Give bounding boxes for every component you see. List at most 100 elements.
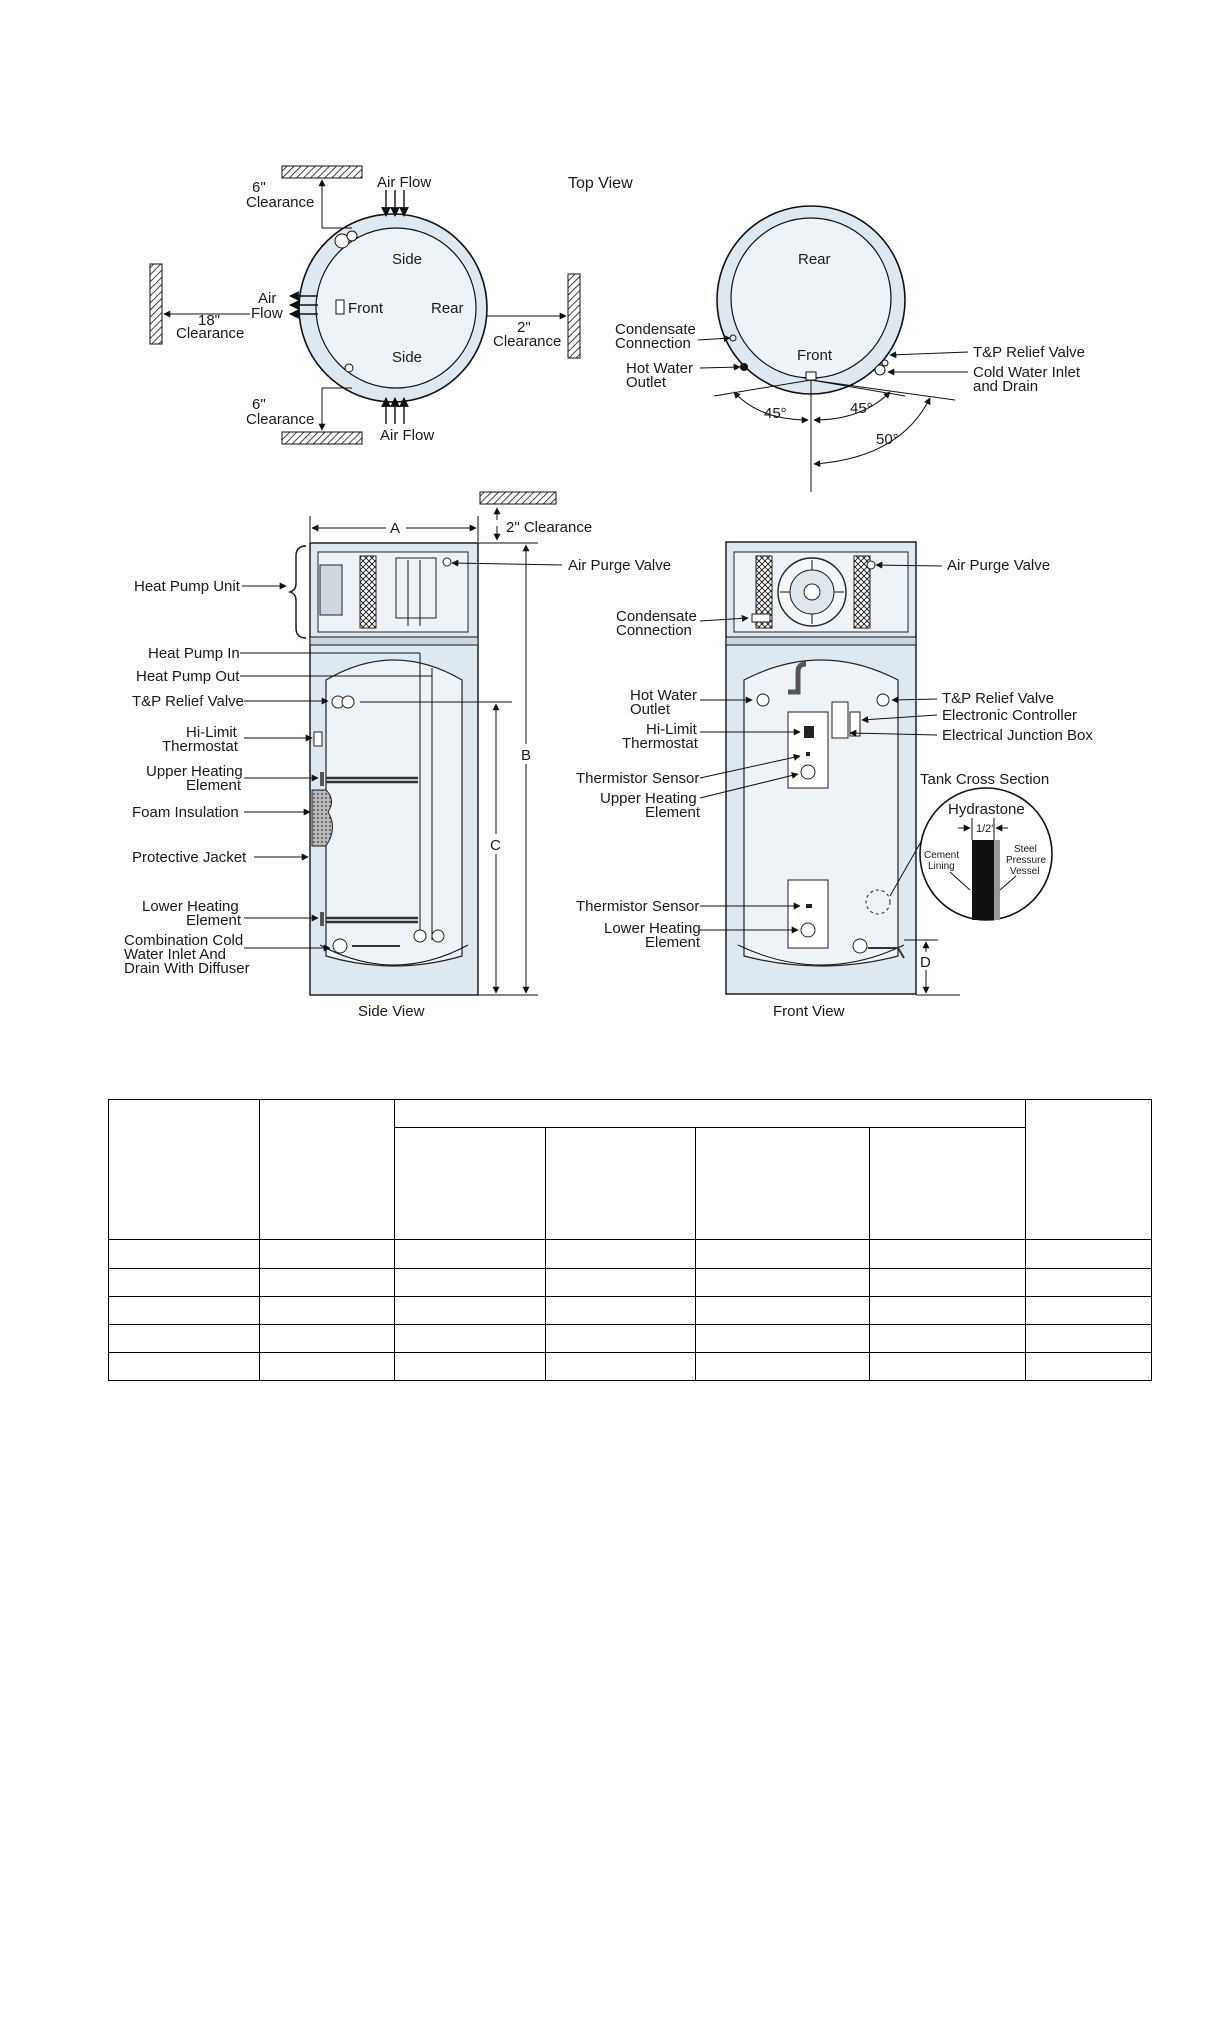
hi-limit-front-label-2: Thermostat <box>622 735 699 752</box>
dim-b-label: B <box>521 747 531 764</box>
table-cell <box>869 1239 1026 1269</box>
cold-water-label-1: Cold Water Inlet <box>973 364 1081 381</box>
cold-water-side-label-2: Water Inlet And <box>124 946 226 963</box>
lower-element-icon <box>800 922 816 938</box>
fitting-icon <box>346 230 358 242</box>
air-flow-left-label-1: Air <box>258 290 276 307</box>
lower-heating-side-label-1: Lower Heating <box>142 898 239 915</box>
table-cell <box>545 1295 696 1325</box>
air-flow-top-label: Air Flow <box>377 174 431 191</box>
table-header-cell <box>1025 1098 1152 1241</box>
table-cell <box>545 1239 696 1269</box>
electronic-controller-label: Electronic Controller <box>942 707 1077 724</box>
thermistor-lower-icon <box>806 904 812 908</box>
heat-pump-in-label: Heat Pump In <box>148 645 240 662</box>
heat-pump-tubes <box>419 653 433 940</box>
hydrastone-label: Hydrastone <box>948 801 1025 818</box>
table-subheader-cell <box>695 1127 870 1241</box>
airflow-arrows-top <box>381 190 409 217</box>
condensate-fitting-icon <box>729 334 737 342</box>
table-cell <box>259 1323 395 1353</box>
table-cell <box>394 1351 546 1382</box>
side-view-caption: Side View <box>358 1003 425 1020</box>
top-clearance-label: 2" Clearance <box>506 519 592 536</box>
upper-heating-side-label-1: Upper Heating <box>146 763 243 780</box>
hot-water-label-2: Outlet <box>626 374 667 391</box>
hot-water-fitting-icon <box>740 363 748 371</box>
upper-element <box>326 776 418 784</box>
upper-heating-front-label-1: Upper Heating <box>600 790 697 807</box>
dim-c-label: C <box>490 837 501 854</box>
fitting-icon <box>344 363 354 373</box>
tp-valve-label: T&P Relief Valve <box>973 344 1085 361</box>
hi-limit-side-label-1: Hi-Limit <box>186 724 238 741</box>
table-row <box>108 1351 1152 1382</box>
upper-heating-side-label-2: Element <box>186 777 242 794</box>
table-cell <box>108 1323 260 1353</box>
junction-box-label: Electrical Junction Box <box>942 727 1093 744</box>
table-cell <box>108 1351 260 1382</box>
clearance-right-value: 2" <box>517 319 531 336</box>
front-view-caption: Front View <box>773 1003 845 1020</box>
tp-relief-front-label: T&P Relief Valve <box>942 690 1054 707</box>
heat-pump-out-label: Heat Pump Out <box>136 668 240 685</box>
condensate-label-1: Condensate <box>615 321 696 338</box>
clearance-top-label: Clearance <box>246 194 314 211</box>
table-header-group-cell <box>394 1098 1026 1129</box>
cold-water-side-label-1: Combination Cold <box>124 932 243 949</box>
angle-bottom-label: 50° <box>876 431 899 448</box>
thermistor-lower-label: Thermistor Sensor <box>576 898 699 915</box>
table-cell <box>1025 1295 1152 1325</box>
heat-pump-unit-side <box>317 551 469 633</box>
clearance-top-value: 6" <box>252 179 266 196</box>
side-view: 2" Clearance A <box>124 491 671 1020</box>
hot-water-label-1: Hot Water <box>626 360 693 377</box>
cold-water-fitting-icon <box>874 364 886 376</box>
table-row <box>108 1295 1152 1325</box>
steel-label-1: Steel <box>1014 844 1037 855</box>
dim-a-label: A <box>390 520 400 537</box>
cement-label-1: Cement <box>924 850 959 861</box>
table-cell <box>545 1323 696 1353</box>
airflow-arrows-left <box>289 291 318 319</box>
air-flow-bottom-label: Air Flow <box>380 427 434 444</box>
table-cell <box>545 1351 696 1382</box>
table-cell <box>259 1267 395 1297</box>
front-label-right: Front <box>797 347 833 364</box>
lower-access-panel <box>787 879 829 949</box>
drain-fitting-front <box>852 938 868 954</box>
table-cell <box>259 1295 395 1325</box>
outlet-fitting-icon <box>805 371 817 381</box>
upper-element-icon <box>800 764 816 780</box>
heat-pump-unit-label: Heat Pump Unit <box>134 578 241 595</box>
table-row <box>108 1323 1152 1353</box>
side-bottom-label: Side <box>392 349 422 366</box>
air-purge-front-label: Air Purge Valve <box>947 557 1050 574</box>
angle-line-left <box>713 379 812 397</box>
front-port-icon <box>335 299 345 315</box>
table-cell <box>259 1239 395 1269</box>
lower-element <box>326 916 418 924</box>
foam-insulation-swatch <box>311 789 333 847</box>
top-view-airflow: Side Side Front Rear Air Flow Air Flow A… <box>149 165 581 445</box>
lower-heating-front-label-1: Lower Heating <box>604 920 701 937</box>
wall-top <box>281 165 363 179</box>
foam-insulation-label: Foam Insulation <box>132 804 239 821</box>
tp-relief-side-label: T&P Relief Valve <box>132 693 244 710</box>
heat-pump-unit-front <box>733 551 909 633</box>
wall-left <box>149 263 163 345</box>
table-cell <box>108 1295 260 1325</box>
table-subheader-cell <box>394 1127 546 1241</box>
table-cell <box>869 1351 1026 1382</box>
cold-water-fitting-side <box>332 938 348 954</box>
front-view: Air Purge Valve Condensate Connection Ho… <box>576 541 1093 1020</box>
hot-water-front-label-2: Outlet <box>630 701 671 718</box>
front-label: Front <box>348 300 384 317</box>
dimensions-table <box>108 1098 1152 1382</box>
table-cell <box>1025 1239 1152 1269</box>
tank-cross-section: Tank Cross Section Hydrastone 1/2" Cemen… <box>919 771 1053 921</box>
wall-right <box>567 273 581 359</box>
table-header-row <box>108 1098 1152 1241</box>
table-cell <box>695 1323 870 1353</box>
